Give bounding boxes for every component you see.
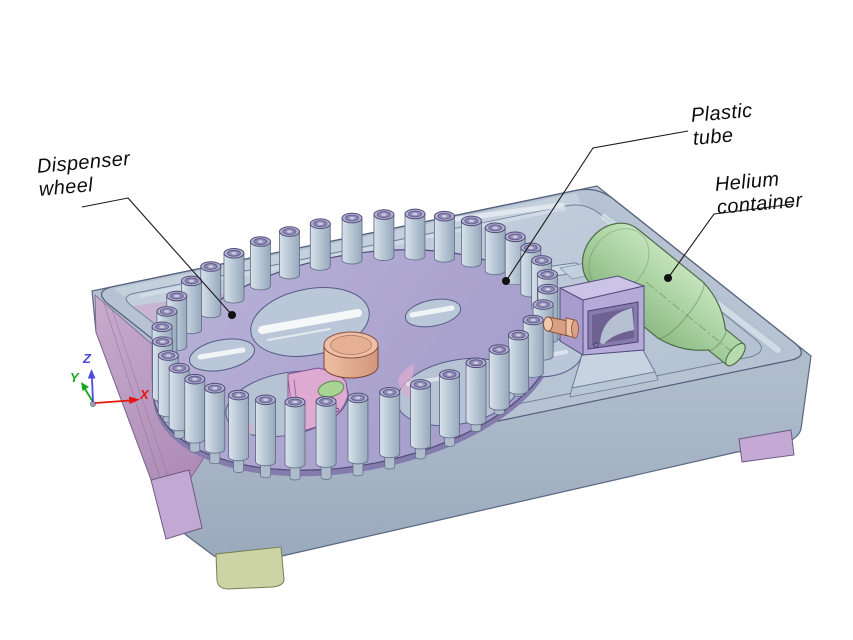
foot-right[interactable] bbox=[738, 429, 795, 463]
center-cap[interactable] bbox=[323, 331, 379, 379]
foot-front[interactable] bbox=[215, 546, 285, 590]
plastic-tube[interactable] bbox=[228, 389, 250, 473]
x-axis-arrow bbox=[94, 399, 131, 404]
plastic-tube[interactable] bbox=[204, 382, 226, 465]
plastic-tube[interactable] bbox=[284, 396, 306, 481]
helium-container[interactable] bbox=[569, 210, 763, 386]
plastic-tube[interactable] bbox=[168, 362, 190, 439]
leader-dispenser-wheel bbox=[81, 197, 233, 316]
valve-box[interactable] bbox=[543, 275, 659, 398]
plastic-tube[interactable] bbox=[410, 379, 432, 460]
x-axis-label: X bbox=[140, 387, 149, 402]
plastic-tube[interactable] bbox=[488, 344, 510, 416]
plastic-tube[interactable] bbox=[249, 236, 271, 291]
y-axis-label: Y bbox=[70, 370, 79, 385]
plastic-tube[interactable] bbox=[255, 394, 277, 479]
z-axis-arrow bbox=[91, 377, 94, 403]
label-helium-container: Helium container bbox=[714, 167, 804, 220]
label-plastic-tube: Plastic tube bbox=[690, 100, 755, 151]
plastic-tube[interactable] bbox=[278, 226, 300, 280]
plastic-tube[interactable] bbox=[373, 209, 395, 262]
label-dispenser-wheel: Dispenser wheel bbox=[36, 148, 133, 202]
leader-plastic-tube bbox=[505, 130, 689, 282]
plastic-tube[interactable] bbox=[341, 212, 363, 265]
plastic-tube[interactable] bbox=[200, 261, 222, 319]
axis-origin bbox=[90, 401, 96, 407]
plastic-tube[interactable] bbox=[379, 386, 401, 470]
plastic-tube[interactable] bbox=[404, 208, 426, 261]
plastic-tubes[interactable] bbox=[151, 208, 559, 481]
plastic-tube[interactable] bbox=[315, 396, 337, 480]
plastic-tube[interactable] bbox=[484, 222, 506, 276]
plastic-tube[interactable] bbox=[465, 357, 487, 432]
leader-dot-dispenser-wheel bbox=[228, 311, 236, 319]
bottle-neck-cap bbox=[725, 342, 746, 367]
nozzle[interactable] bbox=[543, 316, 579, 339]
leader-dot-helium-container bbox=[664, 274, 672, 282]
mechanism-pad bbox=[317, 380, 345, 398]
leader-dot-plastic-tube bbox=[502, 277, 510, 285]
plastic-tube[interactable] bbox=[223, 247, 245, 304]
plastic-tube[interactable] bbox=[433, 210, 455, 263]
leader-helium-container bbox=[667, 203, 795, 279]
annotation-leaders bbox=[81, 130, 795, 319]
plastic-tube[interactable] bbox=[347, 392, 369, 477]
axis-triad bbox=[81, 369, 140, 407]
plastic-tube[interactable] bbox=[460, 215, 482, 268]
plastic-tube[interactable] bbox=[184, 373, 206, 453]
z-axis-label: Z bbox=[83, 351, 91, 366]
y-axis-arrow bbox=[84, 388, 94, 403]
plastic-tube[interactable] bbox=[309, 218, 331, 271]
plastic-tube[interactable] bbox=[507, 329, 529, 397]
plastic-tube[interactable] bbox=[439, 369, 461, 447]
foot-left[interactable] bbox=[150, 469, 203, 540]
bottle-body[interactable] bbox=[569, 210, 763, 386]
